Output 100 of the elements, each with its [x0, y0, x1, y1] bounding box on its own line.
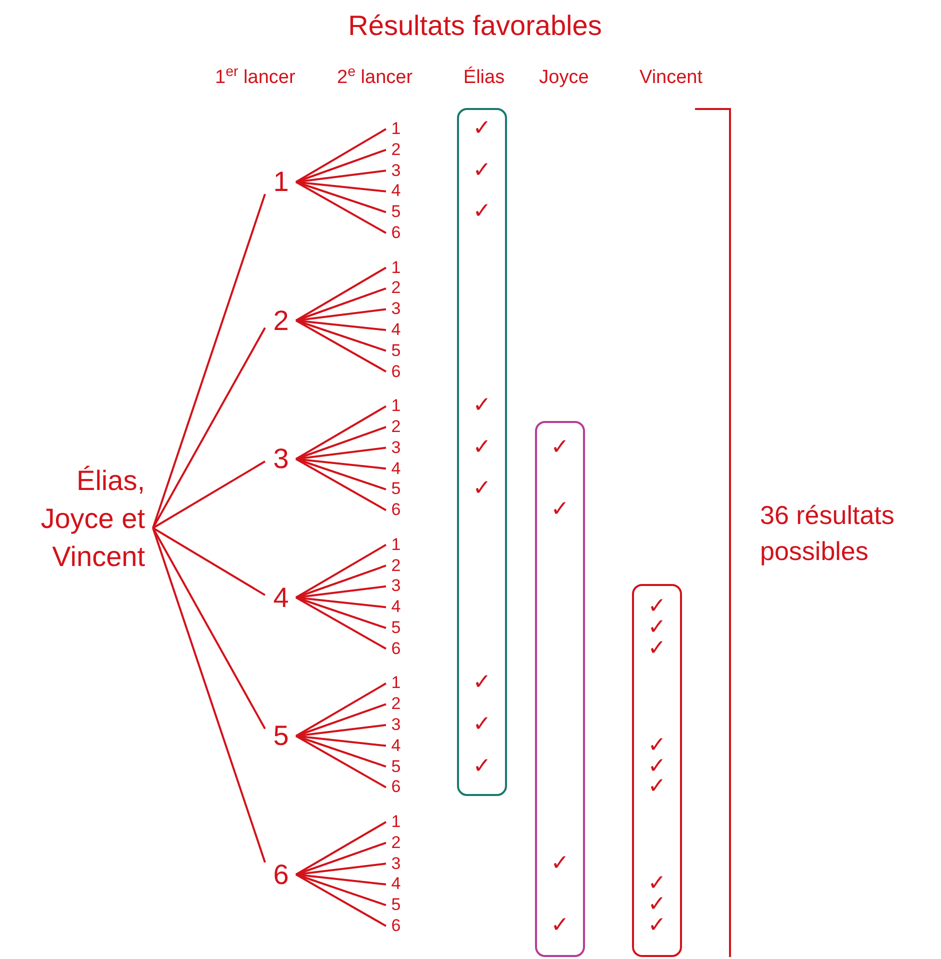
column-header: Joyce [538, 66, 590, 90]
check-mark: ✓ [550, 436, 570, 460]
check-mark: ✓ [550, 914, 570, 938]
outcome-number: 3 [390, 576, 402, 596]
check-mark: ✓ [472, 394, 492, 418]
tree-branch [296, 181, 386, 214]
check-mark: ✓ [472, 200, 492, 224]
tree-branch [296, 585, 386, 598]
check-mark: ✓ [472, 671, 492, 696]
outcome-number: 5 [390, 340, 402, 361]
tree-branch [152, 528, 266, 863]
tree-branch [296, 458, 386, 490]
tree-branch [152, 194, 266, 528]
column-header: Vincent [638, 66, 704, 90]
tree-branch [296, 287, 386, 322]
outcome-number: 5 [390, 202, 402, 222]
tree-branch [296, 181, 386, 234]
tree-branch [296, 458, 386, 512]
outcome-number: 1 [390, 673, 402, 694]
outcome-number: 6 [390, 916, 402, 936]
tree-branch [296, 735, 386, 768]
tree-branch [296, 874, 386, 886]
tree-branch [296, 181, 386, 192]
outcome-number: 2 [390, 556, 402, 576]
tree-branch [296, 596, 386, 608]
tree-branch [296, 735, 386, 788]
outcome-number: 4 [272, 580, 290, 614]
result-column-frame [535, 421, 585, 957]
outcome-number: 1 [390, 396, 402, 416]
tree-branch [296, 724, 386, 737]
outcome-number: 1 [390, 119, 402, 139]
outcome-number: 5 [390, 479, 402, 500]
outcome-number: 6 [390, 638, 402, 659]
tree-branch [296, 862, 386, 876]
tree-branch [296, 874, 386, 906]
tree-branch [296, 596, 386, 629]
column-header: 2$^{e}$ lancer [337, 64, 414, 90]
outcome-number: 5 [272, 719, 290, 753]
tree-branch [296, 735, 386, 747]
outcome-number: 2 [390, 278, 402, 298]
column-header: Élias [462, 66, 506, 90]
tree-branch [296, 320, 386, 331]
outcome-number: 1 [390, 534, 402, 555]
column-header: 1$^{er}$ lancer [215, 64, 296, 90]
tree-branch [296, 596, 386, 650]
tree-branch [296, 458, 386, 470]
outcome-number: 6 [390, 777, 402, 798]
outcome-number: 5 [390, 895, 402, 916]
tree-branch [296, 874, 386, 927]
tree-branch [296, 266, 386, 322]
tree-branch [152, 527, 266, 596]
outcome-number: 6 [390, 362, 402, 382]
outcome-number: 4 [390, 736, 402, 756]
outcome-number: 3 [390, 160, 402, 181]
tree-branch [296, 308, 386, 322]
tree-branch [296, 320, 386, 372]
outcome-number: 4 [390, 458, 402, 479]
outcome-number: 5 [390, 618, 402, 638]
tree-branch [296, 426, 386, 460]
outcome-number: 2 [390, 417, 402, 437]
result-column-frame [632, 584, 682, 957]
check-mark: ✓ [550, 498, 570, 522]
tree-branch [296, 544, 386, 598]
tree-branch [296, 842, 386, 876]
outcome-number: 5 [390, 756, 402, 777]
tree-branch [296, 128, 386, 183]
tree-branch [296, 170, 386, 183]
title: Résultats favorables [347, 9, 603, 43]
outcome-number: 2 [390, 832, 402, 853]
check-mark: ✓ [472, 436, 492, 460]
tree-branch [296, 405, 386, 460]
check-mark: ✓ [472, 117, 492, 141]
check-mark: ✓ [550, 852, 570, 876]
tree-branch [152, 327, 266, 528]
outcome-number: 4 [390, 181, 402, 202]
outcome-number: 3 [390, 715, 402, 735]
outcome-number: 3 [390, 299, 402, 320]
outcome-number: 2 [390, 694, 402, 714]
outcome-number: 1 [272, 165, 290, 199]
result-column-frame [457, 108, 507, 796]
tree-branch [296, 446, 386, 460]
check-mark: ✓ [472, 713, 492, 737]
total-label: 36 résultats possibles [760, 499, 896, 568]
tree-branch [296, 148, 386, 183]
tree-branch [296, 682, 386, 737]
check-mark: ✓ [472, 754, 492, 779]
tree-branch [296, 703, 386, 737]
outcome-number: 4 [390, 597, 402, 618]
outcome-number: 4 [390, 320, 402, 340]
tree-branch [152, 460, 266, 529]
outcome-number: 3 [272, 442, 290, 476]
outcome-number: 6 [272, 858, 290, 892]
tree-branch [296, 821, 386, 876]
outcome-number: 1 [390, 812, 402, 832]
outcome-number: 1 [390, 258, 402, 278]
root-label: Élias, Joyce et Vincent [40, 464, 145, 574]
outcome-number: 2 [390, 140, 402, 160]
outcome-number: 3 [390, 438, 402, 458]
outcome-number: 2 [272, 304, 290, 338]
outcome-number: 4 [390, 874, 402, 894]
